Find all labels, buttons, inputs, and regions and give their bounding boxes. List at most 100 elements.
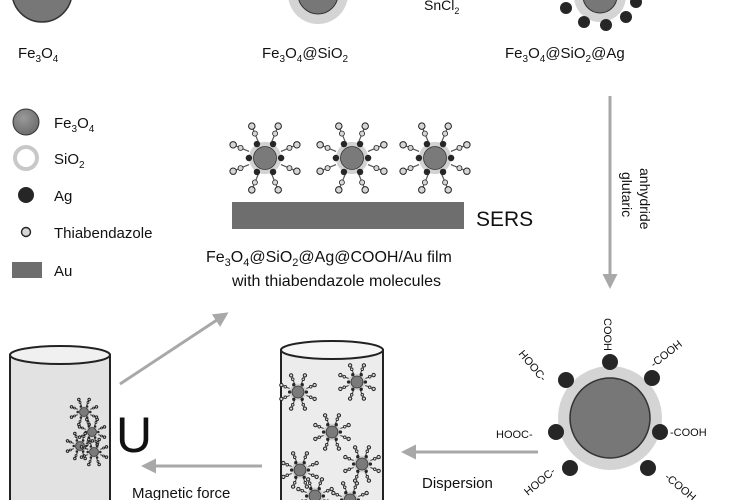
thiabendazole-dot (293, 141, 301, 149)
thiabendazole-dot (94, 421, 98, 424)
thiabendazole-dot (100, 426, 103, 430)
ag-dot (359, 373, 363, 377)
thiabendazole-dot (421, 130, 428, 137)
ag-dot (351, 462, 356, 466)
ag-dot (93, 436, 97, 439)
thiabendazole-dot (399, 141, 407, 149)
thiabendazole-dot (371, 386, 376, 392)
thiabendazole-dot (354, 449, 359, 453)
thiabendazole-dot (338, 130, 345, 137)
ag-dot (334, 423, 338, 427)
ag-dot (289, 468, 294, 472)
hooc-lower-left-label: HOOC- (522, 465, 558, 498)
thiabendazole-dot (376, 468, 381, 474)
thiabendazole-dot (286, 144, 293, 151)
ag-dot (75, 439, 79, 442)
ag-dot (356, 168, 364, 176)
ag-dot (338, 430, 343, 434)
thiabendazole-dot (290, 451, 296, 456)
ag-dot (351, 373, 355, 377)
ag-dot (321, 494, 326, 498)
thiabendazole-dot (65, 449, 70, 453)
thiabendazole-dot (354, 481, 360, 486)
thiabendazole-dot (463, 141, 471, 149)
ag-dot (97, 430, 100, 434)
au-film (232, 202, 464, 229)
ag-dot (292, 397, 296, 401)
ag-dot (76, 410, 79, 414)
fe3o4-core (340, 146, 364, 170)
ag-dot (304, 390, 309, 394)
thiabendazole-dot (96, 441, 100, 444)
legend-item-ag: Ag (18, 187, 72, 205)
thiabendazole-dot (305, 477, 311, 482)
thiabendazole-dot (361, 492, 365, 497)
ag-dot (356, 140, 364, 148)
thiabendazole-dot (304, 484, 310, 489)
thiabendazole-dot (329, 486, 334, 492)
ag-dot (326, 437, 330, 441)
thiabendazole-dot (272, 130, 279, 137)
thiabendazole-dot (274, 186, 282, 194)
ag-dot (351, 387, 355, 391)
thiabendazole-dot (281, 460, 286, 466)
cooh-upper-right-label: -COOH (648, 338, 684, 370)
ag-dot (95, 456, 99, 459)
thiabendazole-dot (318, 481, 323, 485)
thiabendazole-dot (279, 396, 284, 402)
thiabendazole-dot (87, 397, 91, 402)
thiabendazole-dot (74, 435, 78, 438)
thiabendazole-dot (248, 186, 256, 194)
ag-dot (326, 423, 330, 427)
thiabendazole-dot (292, 455, 297, 459)
thiabendazole-dot (324, 165, 331, 172)
thiabendazole-dot (69, 415, 74, 419)
ag-dot (287, 390, 292, 394)
ag-dot (423, 168, 431, 176)
ag-dot (306, 468, 311, 472)
ag-dot (368, 462, 373, 466)
thiabendazole-dot (380, 141, 388, 149)
ag-dot (85, 444, 88, 448)
collected-particles (65, 397, 109, 467)
ag-dot (89, 410, 92, 414)
ag-dot (344, 491, 348, 495)
ag-dot (292, 383, 296, 387)
sers-particles (229, 122, 471, 194)
thiabendazole-dot (366, 478, 372, 483)
ag-dot (253, 168, 261, 176)
thiabendazole-dot (343, 454, 348, 460)
thiabendazole-dot (335, 186, 343, 194)
thiabendazole-dot (361, 363, 367, 368)
fe3o4-core (291, 385, 305, 399)
thiabendazole-dot (229, 167, 237, 175)
thiabendazole-dot (364, 490, 369, 496)
fe3o4-core (355, 457, 369, 471)
thiabendazole-dot (309, 395, 313, 400)
thiabendazole-dot (361, 396, 367, 401)
sers-particle-1 (229, 122, 301, 194)
thiabendazole-dot (293, 167, 301, 175)
thiabendazole-dot (96, 460, 100, 463)
thiabendazole-dot (336, 413, 342, 418)
thiabendazole-dot (86, 401, 90, 404)
thiabendazole-dot (79, 455, 84, 459)
thiabendazole-dot (285, 473, 289, 478)
thiabendazole-dot (336, 446, 342, 451)
legend-item-thiabendazole: Thiabendazole (20, 225, 152, 242)
label-fe3o4: Fe3O4 (18, 45, 59, 65)
thiabendazole-dot (319, 477, 325, 482)
ag-dot (294, 475, 298, 479)
thiabendazole-dot (352, 445, 358, 450)
thiabendazole-dot (312, 382, 317, 388)
fe3o4-sio2-ag-particle-top (560, 0, 642, 31)
fe3o4-core (423, 146, 447, 170)
thiabendazole-dot (366, 445, 372, 450)
ag-dot (364, 154, 372, 162)
thiabendazole-dot (85, 417, 89, 422)
thiabendazole-dot (368, 374, 372, 379)
fe3o4-core (87, 427, 97, 437)
cooh-particle (548, 354, 668, 476)
ag-dot (334, 437, 338, 441)
thiabendazole-dot (335, 417, 340, 421)
